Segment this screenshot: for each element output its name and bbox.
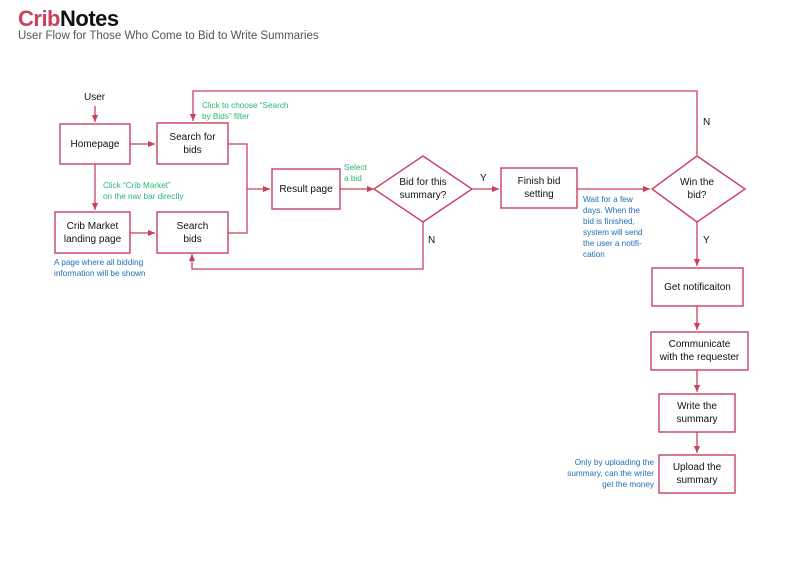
label-win-no: N [703,117,711,128]
note-upload-money: Only by uploading the summary, can the w… [567,458,654,489]
label-bid-yes: Y [480,173,487,184]
node-bid-diamond [372,155,474,223]
note-choose-filter: Click to choose “Search by Bids” filter [202,101,289,121]
node-win-diamond [650,155,747,223]
node-communicate-box [650,331,749,371]
label-win-yes: Y [703,235,710,246]
node-cribmarket-box [54,211,131,254]
node-result-box [271,168,341,210]
note-click-crib-market: Click “Crib Market” on the nav bar direc… [103,181,184,201]
label-bid-no: N [428,235,436,246]
edge-win-no [189,90,698,155]
node-searchbids-box [156,211,229,254]
node-notif-box [651,267,744,307]
brand-notes: Notes [60,6,119,31]
note-wait-days: Wait for a few days. When the bid is fin… [583,195,643,259]
brand-crib: Crib [18,6,61,31]
node-searchfor-box [156,122,229,165]
edge-bid-no [188,222,424,270]
note-bidding-info: A page where all bidding information wil… [54,258,146,278]
edge-searchfor-result [228,143,248,234]
page-subtitle: User Flow for Those Who Come to Bid to W… [18,30,319,42]
node-finish-box [500,167,578,209]
node-homepage-box [59,123,131,165]
brand-logo: CribNotes [18,6,119,32]
label-user: User [84,92,106,103]
node-upload-box [658,454,736,494]
node-write-box [658,393,736,433]
note-select-bid: Select a bid [344,163,367,183]
